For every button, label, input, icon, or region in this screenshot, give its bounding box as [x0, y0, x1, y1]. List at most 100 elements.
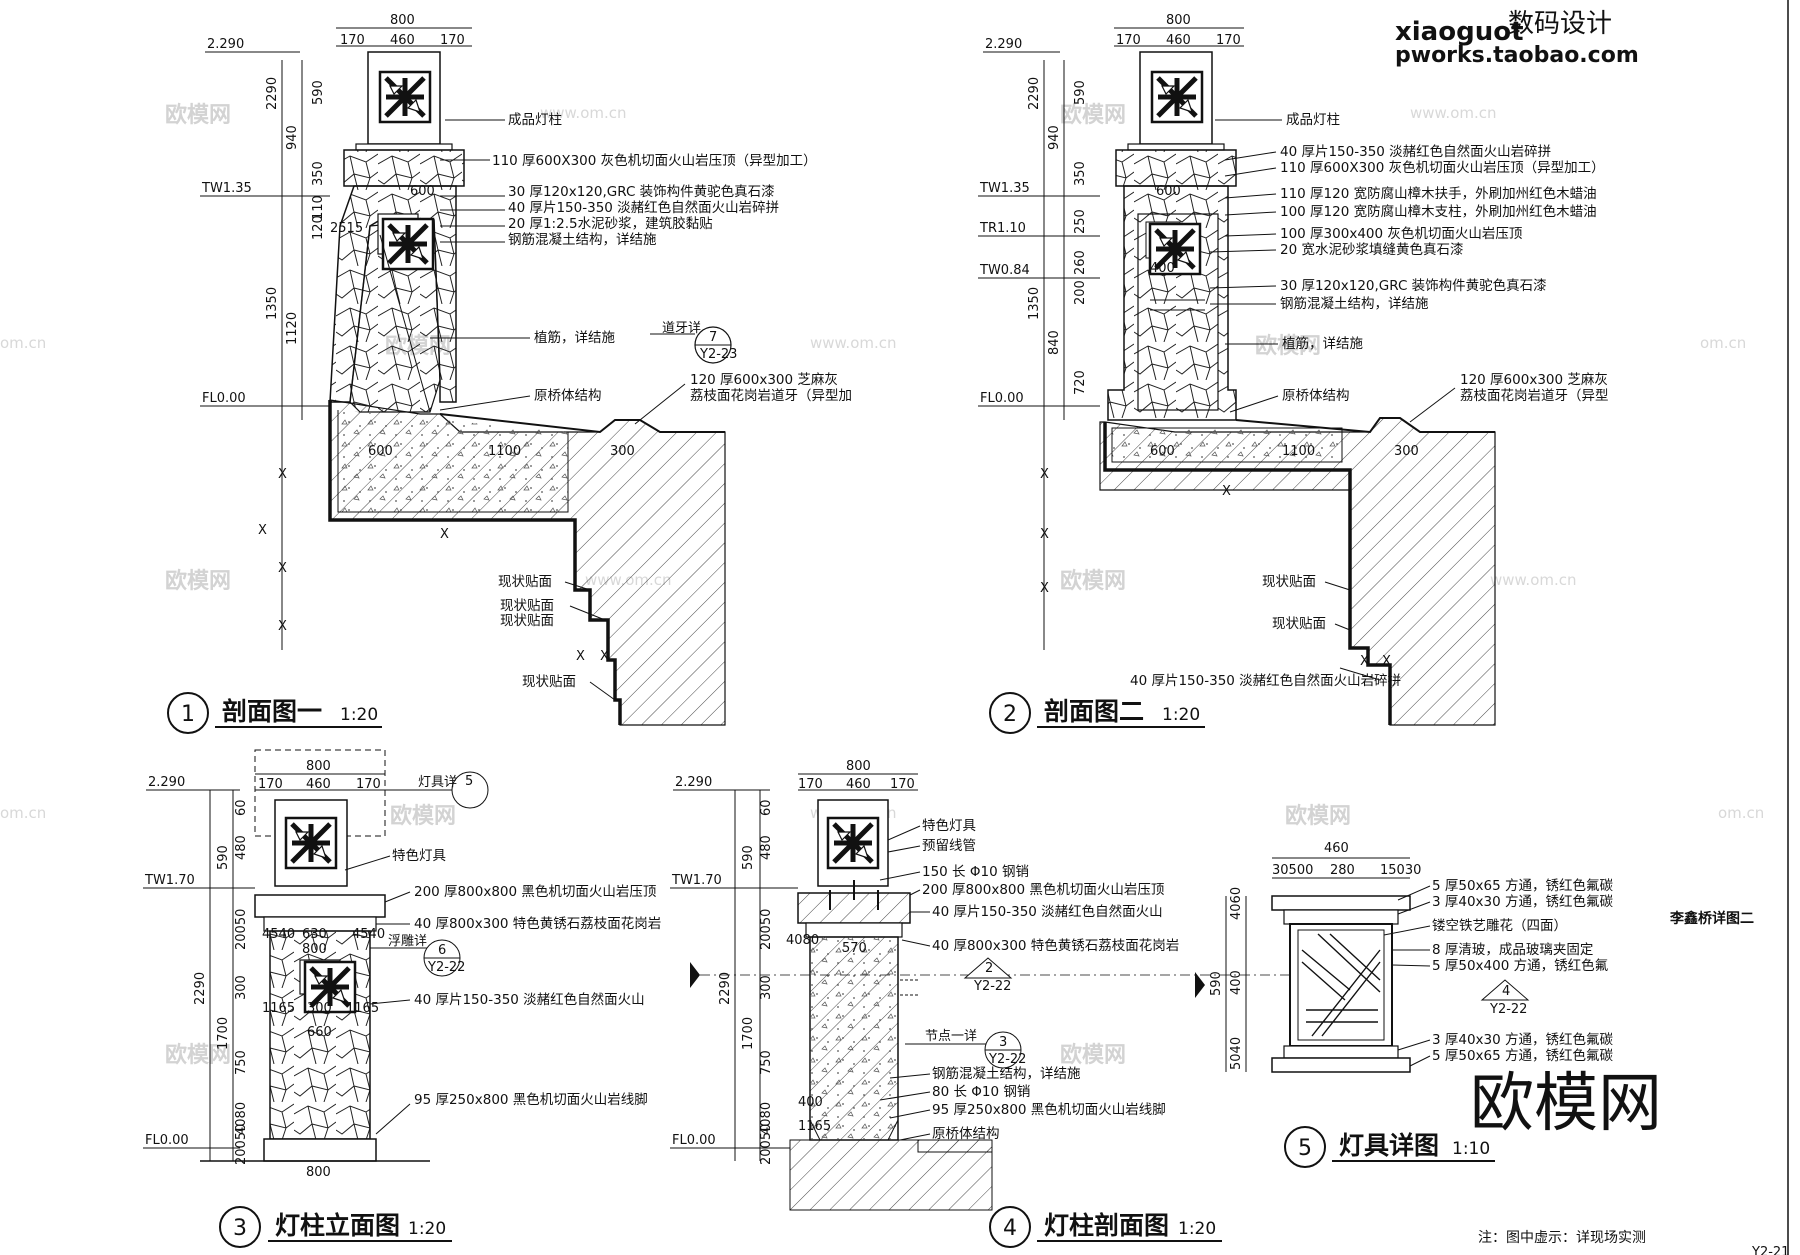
svg-text:X: X: [1040, 527, 1049, 542]
svg-text:95 厚250x800 黑色机切面火山岩线脚: 95 厚250x800 黑色机切面火山岩线脚: [414, 1091, 648, 1108]
svg-text:170: 170: [890, 777, 915, 792]
svg-text:1165: 1165: [346, 1001, 379, 1016]
svg-text:TW0.84: TW0.84: [979, 263, 1030, 278]
svg-text:2515: 2515: [330, 221, 363, 236]
svg-text:750: 750: [234, 1050, 249, 1075]
svg-text:1:20: 1:20: [340, 705, 378, 725]
svg-text:2290: 2290: [265, 77, 280, 110]
svg-text:荔枝面花岗岩道牙（异型: 荔枝面花岗岩道牙（异型: [1460, 388, 1609, 404]
svg-text:300: 300: [610, 444, 635, 459]
svg-text:590: 590: [311, 80, 326, 105]
svg-text:110 厚600X300 灰色机切面火山岩压顶（异型加工）: 110 厚600X300 灰色机切面火山岩压顶（异型加工）: [1280, 159, 1605, 176]
svg-text:2290: 2290: [193, 972, 208, 1005]
svg-text:1: 1: [181, 702, 195, 727]
svg-text:3: 3: [999, 1035, 1007, 1050]
svg-text:X: X: [278, 619, 287, 634]
svg-text:60: 60: [759, 799, 774, 816]
svg-text:400: 400: [798, 1095, 823, 1110]
svg-text:1100: 1100: [488, 444, 521, 459]
svg-text:40 厚片150-350 淡赭红色自然面火山: 40 厚片150-350 淡赭红色自然面火山: [414, 991, 645, 1008]
svg-text:Y2-22: Y2-22: [427, 960, 465, 975]
svg-text:Y2-23: Y2-23: [699, 347, 737, 362]
svg-text:4080: 4080: [759, 1102, 774, 1135]
watermark-logo: 欧模网: [1060, 1042, 1126, 1068]
watermark-logo: 欧模网: [165, 1042, 231, 1068]
svg-text:现状贴面: 现状贴面: [500, 613, 554, 629]
svg-text:1100: 1100: [1282, 444, 1315, 459]
svg-text:170: 170: [1116, 33, 1141, 48]
watermark-big: 欧模网: [1470, 1067, 1662, 1141]
svg-text:95 厚250x800 黑色机切面火山岩线脚: 95 厚250x800 黑色机切面火山岩线脚: [932, 1101, 1166, 1118]
watermark-logo: 欧模网: [390, 803, 456, 829]
view-elevation-3: 800 170 460 170 630 800 4540 4540 1165 3…: [143, 749, 661, 1248]
dims-view5: 460 30500 280 15030 590 4060 400 5040: [1195, 841, 1421, 1072]
svg-text:1700: 1700: [216, 1017, 231, 1050]
svg-text:X: X: [1360, 654, 1369, 669]
svg-text:6: 6: [438, 943, 446, 958]
svg-text:100 厚120 宽防腐山樟木支柱，外刷加州红色木蜡油: 100 厚120 宽防腐山樟木支柱，外刷加州红色木蜡油: [1280, 203, 1597, 220]
svg-text:剖面图一: 剖面图一: [222, 697, 322, 726]
svg-text:1:20: 1:20: [408, 1219, 446, 1239]
svg-text:400: 400: [1229, 970, 1244, 995]
svg-text:植筋，详结施: 植筋，详结施: [1282, 335, 1363, 352]
svg-text:660: 660: [307, 1025, 332, 1040]
brand-header: xiaoguot 数码设计 pworks.taobao.com: [1395, 9, 1639, 68]
svg-text:80 长 Φ10 钢销: 80 长 Φ10 钢销: [932, 1084, 1030, 1100]
watermark-logo: 欧模网: [165, 102, 231, 128]
svg-text:8 厚清玻，成品玻璃夹固定: 8 厚清玻，成品玻璃夹固定: [1432, 941, 1593, 958]
svg-text:Y2-22: Y2-22: [988, 1052, 1026, 1067]
svg-text:X: X: [600, 649, 609, 664]
svg-text:4060: 4060: [1229, 887, 1244, 920]
svg-text:20050: 20050: [759, 909, 774, 950]
svg-text:110 厚120 宽防腐山樟木扶手，外刷加州红色木蜡油: 110 厚120 宽防腐山樟木扶手，外刷加州红色木蜡油: [1280, 185, 1597, 202]
svg-text:200: 200: [1073, 280, 1088, 305]
svg-text:4540: 4540: [262, 927, 295, 942]
notes-view4: 特色灯具 预留线管 150 长 Φ10 钢销 200 厚800x800 黑色机切…: [879, 817, 1179, 1142]
svg-text:5: 5: [465, 774, 473, 789]
svg-text:TR1.10: TR1.10: [979, 221, 1026, 236]
view-section-4: 800 170 460 170 570 4080 400 1165 2290 5…: [670, 759, 1370, 1248]
svg-text:2290: 2290: [1027, 77, 1042, 110]
side-title: 李鑫桥详图二: [1669, 910, 1754, 927]
svg-text:350: 350: [1073, 161, 1088, 186]
dims-view3: 800 170 460 170 630 800 4540 4540 1165 3…: [193, 759, 385, 1180]
brand-shop: pworks.taobao.com: [1395, 43, 1639, 68]
svg-text:原桥体结构: 原桥体结构: [1282, 388, 1350, 404]
svg-text:1:20: 1:20: [1178, 1219, 1216, 1239]
svg-text:成品灯柱: 成品灯柱: [1286, 112, 1340, 128]
svg-text:600: 600: [368, 444, 393, 459]
svg-text:800: 800: [846, 759, 871, 774]
svg-text:460: 460: [390, 33, 415, 48]
svg-text:200 厚800x800 黑色机切面火山岩压顶: 200 厚800x800 黑色机切面火山岩压顶: [922, 881, 1164, 898]
sheet-number: Y2-21: [1751, 1245, 1789, 1255]
notes-view5: 5 厚50x65 方通，锈红色氟碳 3 厚40x30 方通，锈红色氟碳 镂空铁艺…: [1383, 877, 1614, 1067]
watermark-logo: 欧模网: [165, 568, 231, 594]
brand-design: 数码设计: [1508, 9, 1612, 39]
svg-text:1:10: 1:10: [1452, 1139, 1490, 1159]
svg-text:20050: 20050: [759, 1124, 774, 1165]
levels-view3: 2.290 TW1.70 FL0.00: [143, 775, 255, 1149]
svg-text:170: 170: [356, 777, 381, 792]
svg-text:120 厚600x300 芝麻灰: 120 厚600x300 芝麻灰: [1460, 372, 1608, 388]
svg-text:940: 940: [285, 125, 300, 150]
svg-text:100 厚300x400 灰色机切面火山岩压顶: 100 厚300x400 灰色机切面火山岩压顶: [1280, 225, 1522, 242]
svg-text:1165: 1165: [262, 1001, 295, 1016]
svg-text:Y2-22: Y2-22: [1489, 1002, 1527, 1017]
dims-view2: 800 170 460 170 2290 940 1350 840 590 35…: [1027, 13, 1419, 669]
svg-text:250: 250: [1073, 209, 1088, 234]
notes-view2: 成品灯柱 40 厚片150-350 淡赭红色自然面火山岩碎拼 110 厚600X…: [1130, 112, 1609, 689]
svg-text:FL0.00: FL0.00: [980, 391, 1024, 406]
svg-text:灯具详图: 灯具详图: [1339, 1131, 1439, 1160]
svg-text:成品灯柱: 成品灯柱: [508, 112, 562, 128]
svg-text:20050: 20050: [234, 1124, 249, 1165]
svg-text:800: 800: [1166, 13, 1191, 28]
svg-text:5 厚50x65 方通，锈红色氟碳: 5 厚50x65 方通，锈红色氟碳: [1432, 1047, 1614, 1064]
watermark-logo: 欧模网: [1060, 568, 1126, 594]
svg-text:170: 170: [340, 33, 365, 48]
svg-text:镂空铁艺雕花（四面）: 镂空铁艺雕花（四面）: [1432, 918, 1567, 934]
svg-text:4: 4: [1502, 984, 1510, 999]
svg-text:灯柱剖面图: 灯柱剖面图: [1044, 1211, 1169, 1240]
svg-text:590: 590: [741, 845, 756, 870]
svg-text:350: 350: [311, 161, 326, 186]
watermark-url: www.om.cn: [540, 104, 627, 122]
